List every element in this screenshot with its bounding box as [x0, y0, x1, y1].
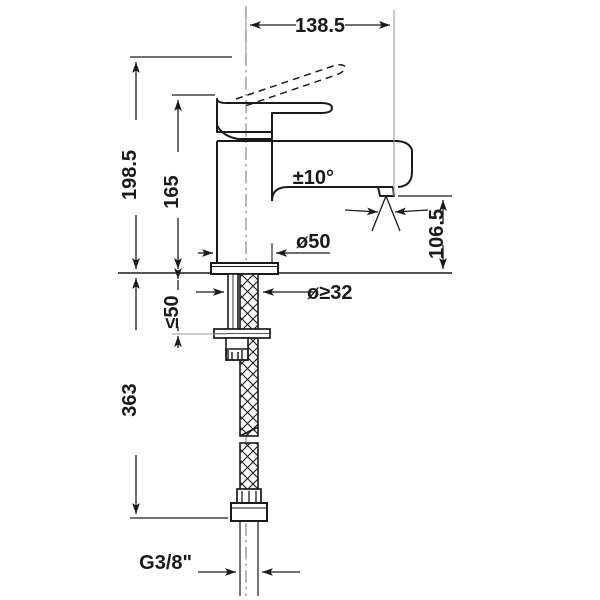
dimension-total-height-198-5: 198.5 — [119, 56, 232, 269]
braided-hose-lower — [239, 442, 259, 492]
dimension-label-hole-diameter: ø≥32 — [307, 282, 352, 304]
dimension-swivel-angle-10deg: ±10° — [293, 167, 429, 232]
dimension-label-swivel-angle: ±10° — [293, 167, 334, 189]
hose-end-connector — [230, 488, 268, 522]
lever-raised-position-ghost — [235, 63, 346, 108]
dimension-base-diameter-50: ø50 — [198, 231, 330, 263]
dimension-label-reach: 138.5 — [295, 15, 345, 37]
dimension-reach-138-5: 138.5 — [245, 10, 395, 196]
dimension-label-spout-height: 106.5 — [426, 209, 448, 259]
dimension-body-height-165: 165 — [161, 94, 215, 269]
dimension-label-total-height: 198.5 — [119, 150, 141, 200]
dimension-spout-height-106-5: 106.5 — [398, 195, 452, 269]
dimension-label-base-diameter: ø50 — [296, 231, 330, 253]
dimension-thread-g38: G3/8" — [139, 521, 300, 596]
dimension-label-body-height: 165 — [161, 175, 183, 208]
dimension-label-counter-thickness: ≤50 — [161, 295, 183, 328]
dimension-label-thread: G3/8" — [139, 552, 192, 574]
mounting-nut — [213, 328, 271, 361]
mounting-shank — [227, 273, 239, 333]
dimension-hole-diameter-32: ø≥32 — [196, 282, 352, 304]
dimension-overall-363: 363 — [119, 278, 228, 519]
dimension-counter-thickness-50: ≤50 — [161, 268, 226, 348]
base-flange — [210, 262, 279, 275]
dimension-label-overall: 363 — [119, 383, 141, 416]
